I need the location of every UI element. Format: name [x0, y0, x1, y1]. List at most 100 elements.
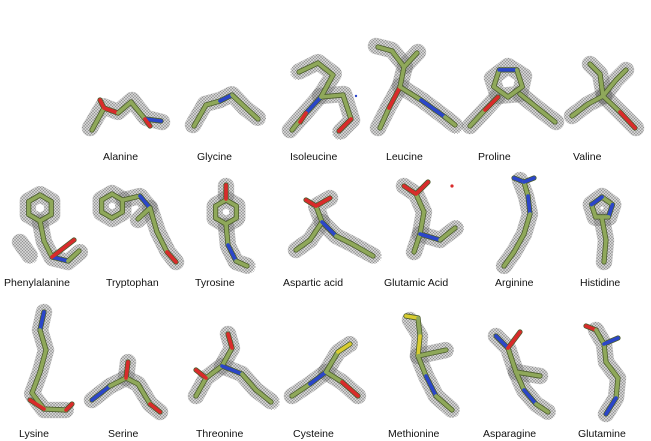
bond: [601, 94, 622, 114]
bond: [26, 193, 42, 204]
bond: [438, 226, 457, 242]
bond: [314, 196, 332, 208]
bond: [434, 394, 454, 412]
bond: [570, 102, 590, 118]
bond: [124, 360, 130, 380]
residue-valine: [563, 55, 645, 137]
bond: [213, 198, 228, 208]
bond: [143, 117, 163, 123]
bond: [194, 376, 208, 398]
residue-tyrosine: [206, 177, 257, 275]
bond: [290, 382, 312, 398]
bond: [601, 78, 618, 98]
bond: [30, 370, 42, 395]
bond: [308, 370, 328, 386]
bond: [254, 388, 273, 404]
bond: [234, 259, 249, 268]
bond: [534, 402, 550, 414]
bond: [589, 202, 598, 219]
bond: [602, 336, 620, 346]
bond: [483, 95, 500, 112]
residue-aspartic-acid: [287, 189, 383, 265]
bond: [320, 220, 338, 238]
bond: [414, 192, 426, 214]
bond: [230, 93, 248, 110]
bond: [418, 210, 426, 236]
bond: [538, 108, 557, 124]
bond: [522, 176, 536, 184]
residue-glutamic-acid: [395, 177, 465, 261]
bond: [297, 61, 320, 74]
residue-histidine: [582, 187, 622, 271]
bond: [589, 195, 604, 207]
bond: [224, 216, 239, 226]
bond: [600, 195, 615, 207]
label-serine: Serine: [108, 428, 139, 440]
bond: [66, 249, 81, 263]
bond: [506, 330, 522, 350]
label-isoleucine: Isoleucine: [290, 151, 338, 163]
bond: [390, 49, 406, 69]
bond: [99, 192, 114, 202]
bond: [148, 402, 162, 414]
bond: [304, 95, 323, 115]
bond: [90, 384, 112, 402]
bond: [136, 382, 152, 406]
bond: [218, 93, 234, 103]
bond: [416, 316, 422, 338]
label-glycine: Glycine: [197, 151, 233, 163]
bond: [38, 348, 48, 374]
bond: [102, 106, 120, 115]
residue-lysine: [23, 303, 75, 419]
bond: [512, 232, 526, 254]
bond: [398, 65, 406, 89]
bond: [443, 115, 457, 127]
bond: [28, 398, 46, 411]
label-lysine: Lysine: [19, 428, 49, 440]
bond: [604, 360, 620, 380]
bond: [494, 334, 510, 350]
bond: [614, 376, 620, 400]
bond: [416, 334, 422, 358]
bond: [244, 106, 260, 121]
bond: [155, 230, 169, 254]
label-leucine: Leucine: [386, 151, 423, 163]
label-aspartic-acid: Aspartic acid: [283, 277, 344, 289]
bond: [600, 217, 608, 242]
bond: [334, 234, 354, 246]
bond: [129, 100, 147, 121]
bond: [226, 332, 234, 350]
bond: [38, 310, 46, 332]
bond: [204, 364, 224, 380]
residue-proline: [461, 57, 565, 135]
bond: [412, 232, 422, 254]
bond: [110, 192, 125, 202]
bond: [337, 117, 353, 133]
bond: [298, 111, 308, 124]
bond: [138, 194, 152, 210]
residue-alanine: [81, 91, 171, 137]
bond: [418, 232, 442, 242]
bond: [404, 314, 420, 320]
bond: [319, 73, 335, 99]
bond: [340, 380, 360, 398]
label-valine: Valine: [573, 151, 602, 163]
bond: [588, 62, 602, 76]
bond: [586, 94, 605, 106]
bond: [416, 354, 428, 378]
label-histidine: Histidine: [580, 277, 621, 289]
bond: [42, 239, 54, 259]
bond: [316, 61, 335, 77]
bond: [108, 376, 128, 388]
density-mesh-outline: [23, 303, 75, 419]
residue-serine: [83, 353, 169, 421]
bond: [518, 92, 542, 112]
density-mesh-outline: [401, 311, 461, 419]
bond: [336, 342, 352, 354]
bond: [38, 193, 54, 204]
bond: [594, 328, 606, 346]
bond: [522, 388, 538, 406]
bond: [294, 238, 312, 252]
